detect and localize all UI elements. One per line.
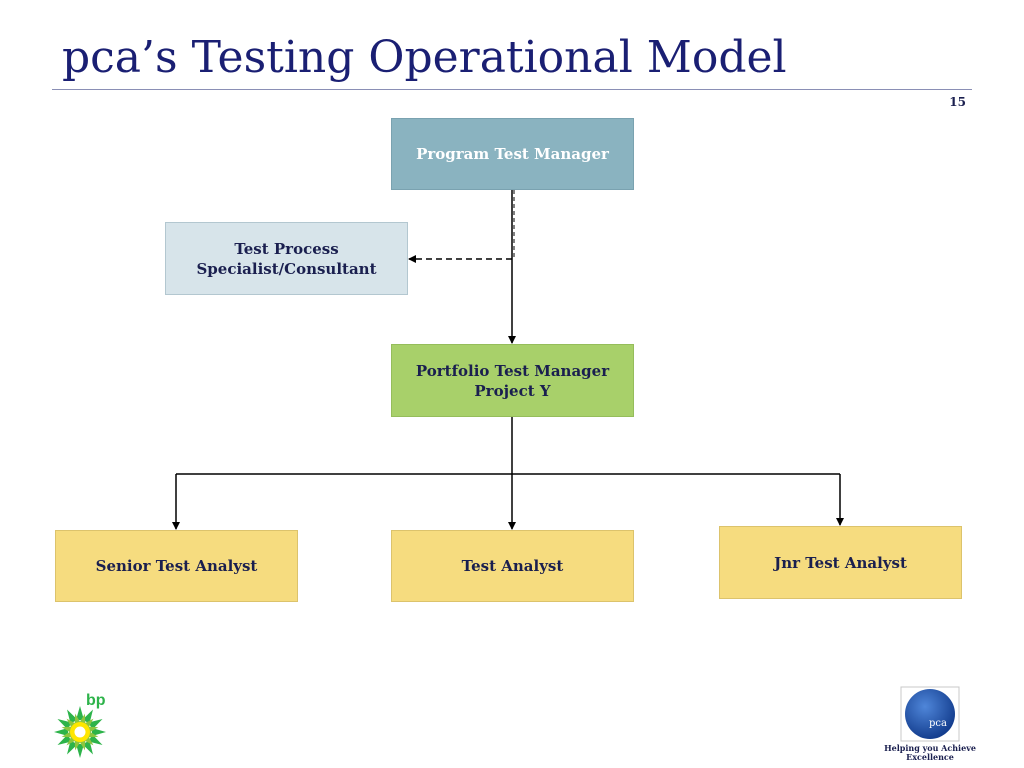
bp-logo: bp <box>54 692 106 758</box>
test-analyst-label: Test Analyst <box>461 557 564 575</box>
program-test-manager-label: Program Test Manager <box>416 145 609 163</box>
title-divider <box>52 89 972 90</box>
pca-tagline-line2: Excellence <box>906 752 954 762</box>
pca-tagline-line1: Helping you Achieve <box>884 743 976 753</box>
slide-title: pca’s Testing Operational Model <box>62 32 787 83</box>
portfolio-label-line2: Project Y <box>474 381 551 400</box>
pca-tagline: Helping you Achieve Excellence <box>880 744 980 762</box>
portfolio-test-manager-box: Portfolio Test Manager Project Y <box>391 344 634 417</box>
senior-test-analyst-box: Senior Test Analyst <box>55 530 298 602</box>
bp-helios-icon <box>54 706 106 758</box>
specialist-label-line1: Test Process <box>234 239 339 258</box>
senior-test-analyst-label: Senior Test Analyst <box>95 557 258 575</box>
portfolio-label-line1: Portfolio Test Manager <box>415 361 610 380</box>
jnr-test-analyst-label: Jnr Test Analyst <box>774 554 907 572</box>
bp-logo-text: bp <box>86 692 106 709</box>
jnr-test-analyst-box: Jnr Test Analyst <box>719 526 962 599</box>
pca-globe-icon <box>905 689 955 739</box>
specialist-label-line2: Specialist/Consultant <box>196 259 377 278</box>
test-analyst-box: Test Analyst <box>391 530 634 602</box>
program-test-manager-box: Program Test Manager <box>391 118 634 190</box>
pca-logo: pca <box>900 686 960 742</box>
page-number: 15 <box>949 95 966 109</box>
test-process-specialist-box: Test Process Specialist/Consultant <box>165 222 408 295</box>
pca-logo-text: pca <box>929 718 947 729</box>
